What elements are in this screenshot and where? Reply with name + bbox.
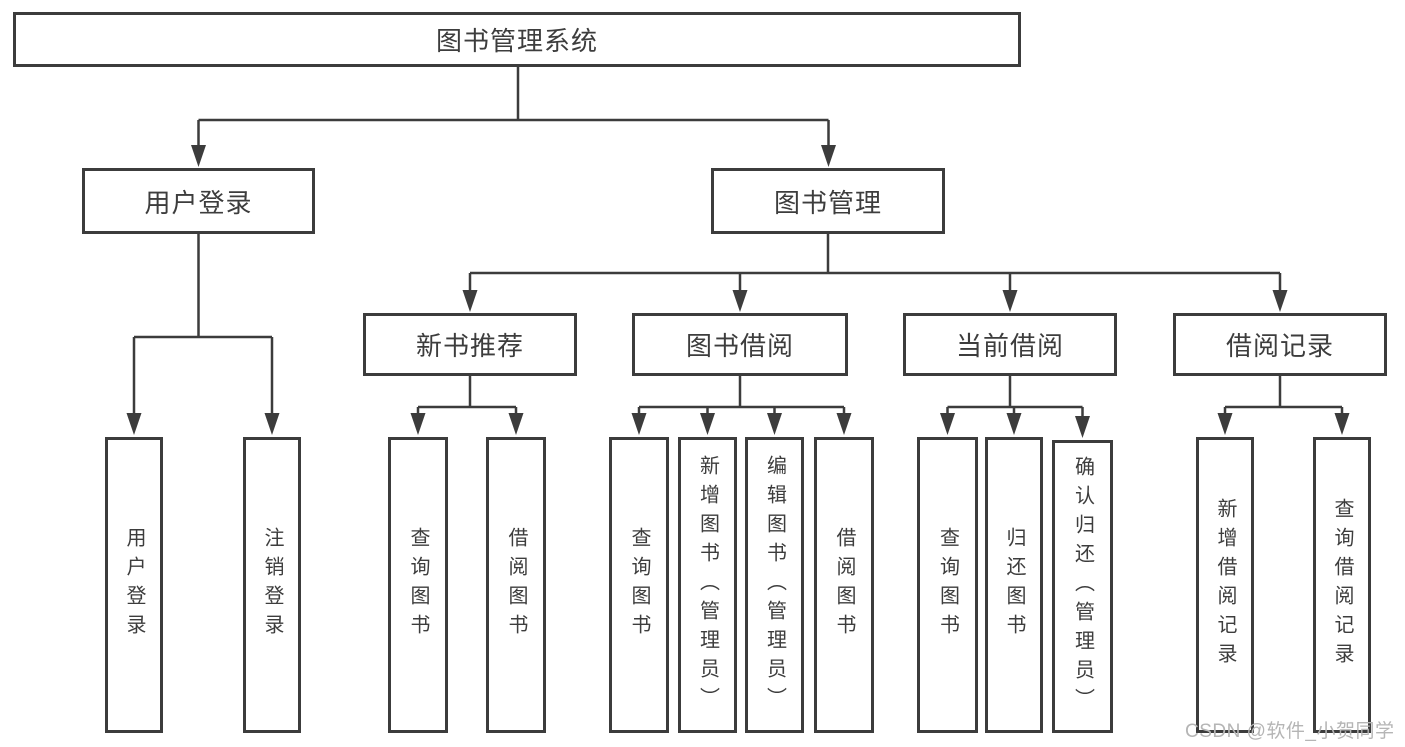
leaf-user-login: 用户登录 [105, 437, 163, 733]
leaf-bb-add-books-admin: 新增图书（管理员） [678, 437, 737, 733]
leaf-logout-label: 注销登录 [261, 527, 283, 643]
node-current-borrowing-label: 当前借阅 [955, 331, 1064, 361]
leaf-bb-borrow-books: 借阅图书 [814, 437, 874, 733]
leaf-cb-query-books: 查询图书 [917, 437, 978, 733]
connector-current-borrow-fork [946, 376, 1084, 421]
node-book-borrowing-label: 图书借阅 [685, 331, 794, 361]
node-system-root: 图书管理系统 [13, 12, 1021, 67]
leaf-nb-borrow-books-label: 借阅图书 [505, 527, 527, 643]
leaf-bb-edit-books-admin-label: 编辑图书（管理员） [763, 454, 786, 716]
leaf-cb-return-books: 归还图书 [985, 437, 1043, 733]
connector-borrow-records-fork [1223, 376, 1344, 418]
leaf-br-add-record: 新增借阅记录 [1196, 437, 1254, 733]
leaf-cb-query-books-label: 查询图书 [936, 527, 959, 643]
arrowhead-icons [126, 145, 1350, 438]
csdn-watermark: CSDN @软件_小贺同学 [1185, 721, 1395, 742]
leaf-nb-borrow-books: 借阅图书 [486, 437, 546, 733]
connector-book-mgmt-fork [468, 234, 1282, 295]
node-user-login-label: 用户登录 [144, 187, 253, 218]
node-new-book-recommend: 新书推荐 [363, 313, 577, 376]
leaf-bb-query-books: 查询图书 [609, 437, 669, 733]
connector-user-login-fork [132, 234, 274, 418]
leaf-br-add-record-label: 新增借阅记录 [1214, 498, 1236, 672]
connector-new-book-fork [416, 376, 518, 418]
connector-root-fork [197, 67, 830, 150]
node-book-borrowing: 图书借阅 [632, 313, 848, 376]
node-current-borrowing: 当前借阅 [903, 313, 1117, 376]
leaf-br-query-record: 查询借阅记录 [1313, 437, 1371, 733]
leaf-cb-confirm-return-admin-label: 确认归还（管理员） [1071, 456, 1094, 717]
leaf-logout: 注销登录 [243, 437, 301, 733]
leaf-bb-borrow-books-label: 借阅图书 [833, 527, 855, 643]
leaf-nb-query-books-label: 查询图书 [407, 527, 429, 643]
leaf-user-login-label: 用户登录 [123, 527, 145, 643]
leaf-bb-query-books-label: 查询图书 [628, 527, 650, 643]
leaf-bb-add-books-admin-label: 新增图书（管理员） [696, 454, 719, 716]
leaf-nb-query-books: 查询图书 [388, 437, 448, 733]
node-book-management-label: 图书管理 [773, 187, 882, 218]
leaf-cb-confirm-return-admin: 确认归还（管理员） [1052, 440, 1113, 733]
connector-book-borrow-fork [637, 376, 846, 418]
node-borrowing-records: 借阅记录 [1173, 313, 1387, 376]
node-borrowing-records-label: 借阅记录 [1225, 331, 1334, 361]
node-user-login: 用户登录 [82, 168, 315, 234]
leaf-cb-return-books-label: 归还图书 [1003, 527, 1025, 643]
node-system-root-label: 图书管理系统 [435, 26, 598, 56]
node-new-book-recommend-label: 新书推荐 [415, 331, 524, 361]
node-book-management: 图书管理 [711, 168, 945, 234]
leaf-br-query-record-label: 查询借阅记录 [1331, 498, 1353, 672]
leaf-bb-edit-books-admin: 编辑图书（管理员） [745, 437, 804, 733]
